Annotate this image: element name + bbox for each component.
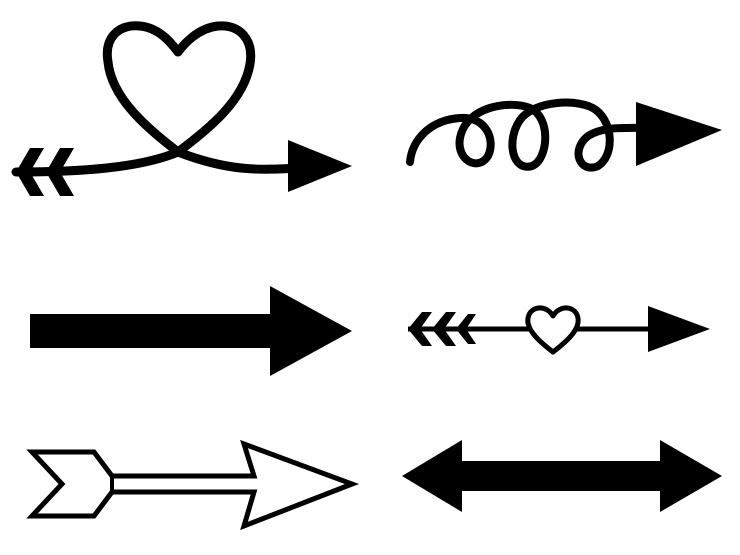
outline-arrow-icon xyxy=(26,439,360,531)
double-arrow-icon xyxy=(402,440,722,512)
heart-arrow-icon xyxy=(408,305,710,355)
block-arrow-icon xyxy=(30,286,352,376)
spiral-arrow-icon xyxy=(406,98,722,172)
heart-loop-arrow-icon xyxy=(11,21,352,196)
